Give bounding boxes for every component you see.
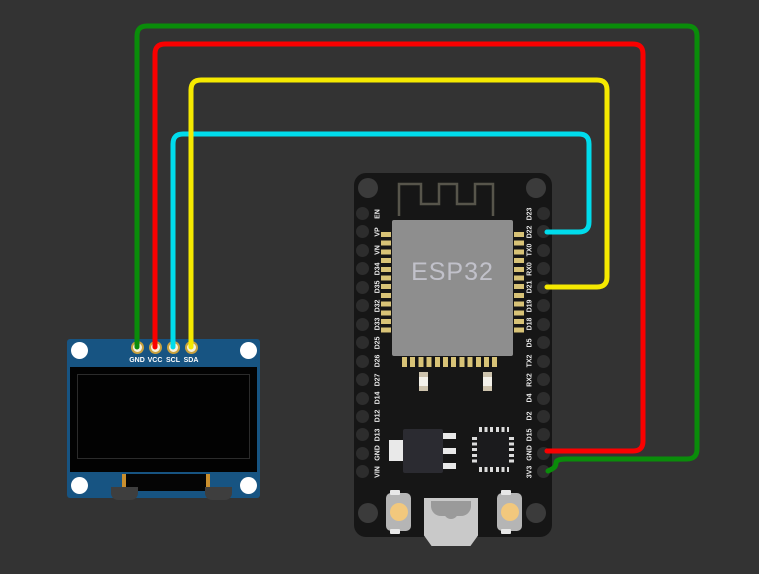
esp32-pin-left-en[interactable] bbox=[355, 207, 369, 220]
chip-pins-bottom bbox=[402, 357, 500, 367]
esp32-pin-left-d26[interactable] bbox=[355, 354, 369, 368]
esp32-pin-label-left-d34: D34 bbox=[374, 262, 382, 276]
esp32-pin-label-left-d25: D25 bbox=[374, 336, 382, 350]
usb-uart-chip-pins bbox=[479, 467, 509, 472]
en-button-cap[interactable] bbox=[389, 503, 408, 521]
esp32-pin-label-right-gnd: GND bbox=[526, 445, 534, 462]
esp32-pin-label-right-d23: D23 bbox=[526, 207, 534, 220]
esp32-mounting-hole bbox=[358, 503, 378, 523]
usb-uart-chip-pins bbox=[509, 437, 514, 463]
esp32-pin-label-right-d4: D4 bbox=[526, 393, 534, 403]
button-contact bbox=[390, 529, 400, 534]
oled-mounting-hole bbox=[70, 476, 88, 494]
oled-foot bbox=[205, 487, 232, 500]
esp32-pin-label-right-rx0: RX0 bbox=[526, 262, 534, 276]
esp32-pin-right-3v3[interactable] bbox=[536, 465, 550, 479]
esp32-pin-right-d4[interactable] bbox=[536, 391, 550, 405]
en-button[interactable] bbox=[386, 490, 411, 534]
boot-button[interactable] bbox=[497, 490, 522, 534]
esp32-pin-left-d13[interactable] bbox=[355, 428, 369, 442]
voltage-regulator-leg bbox=[443, 433, 456, 439]
button-contact bbox=[501, 490, 511, 495]
esp32-pin-label-left-en: EN bbox=[374, 208, 382, 219]
oled-mounting-hole bbox=[70, 341, 88, 359]
esp32-pin-label-left-gnd: GND bbox=[374, 445, 382, 462]
esp32-pin-left-d35[interactable] bbox=[355, 280, 369, 294]
esp32-pin-right-gnd[interactable] bbox=[536, 446, 550, 460]
chip-pins-left bbox=[381, 232, 391, 336]
esp32-pin-label-left-d26: D26 bbox=[374, 354, 382, 368]
esp32-mounting-hole bbox=[526, 503, 546, 523]
oled-ribbon-connector bbox=[126, 474, 206, 491]
esp32-pin-label-left-vin: VIN bbox=[374, 465, 382, 478]
esp32-pin-label-left-d14: D14 bbox=[374, 391, 382, 405]
esp32-pin-left-d34[interactable] bbox=[355, 262, 369, 276]
oled-mounting-hole bbox=[239, 476, 257, 494]
voltage-regulator bbox=[403, 429, 443, 473]
esp32-pin-right-tx0[interactable] bbox=[536, 243, 550, 257]
esp32-pin-left-vin[interactable] bbox=[355, 465, 369, 479]
esp32-pin-right-d15[interactable] bbox=[536, 428, 550, 442]
esp32-chip-label: ESP32 bbox=[411, 258, 494, 286]
esp32-pin-left-d27[interactable] bbox=[355, 373, 369, 387]
esp32-pin-label-right-d21: D21 bbox=[526, 280, 534, 294]
esp32-pin-label-right-d22: D22 bbox=[526, 225, 534, 239]
esp32-pin-label-right-tx0: TX0 bbox=[526, 243, 534, 257]
esp32-pin-right-d21[interactable] bbox=[536, 280, 550, 294]
esp32-pin-label-right-3v3: 3V3 bbox=[526, 465, 534, 479]
capacitor bbox=[419, 372, 428, 391]
voltage-regulator-leg bbox=[443, 463, 456, 469]
chip-pins-right bbox=[514, 232, 524, 336]
micro-usb-socket bbox=[444, 510, 458, 519]
voltage-regulator-tab bbox=[389, 440, 403, 461]
esp32-pin-left-d33[interactable] bbox=[355, 317, 369, 331]
esp32-pin-left-d14[interactable] bbox=[355, 391, 369, 405]
esp32-pin-label-right-d18: D18 bbox=[526, 317, 534, 331]
esp32-pin-label-left-d32: D32 bbox=[374, 299, 382, 313]
esp32-pin-right-d2[interactable] bbox=[536, 409, 550, 423]
esp32-chip: ESP32 bbox=[392, 220, 513, 356]
esp32-pin-label-right-d2: D2 bbox=[526, 411, 534, 421]
esp32-pin-label-left-d12: D12 bbox=[374, 410, 382, 423]
oled-foot bbox=[111, 487, 138, 500]
oled-connector-edge bbox=[122, 474, 126, 491]
voltage-regulator-leg bbox=[443, 448, 456, 454]
capacitor bbox=[483, 372, 492, 391]
esp32-pin-label-left-vn: VN bbox=[374, 245, 382, 256]
esp32-pin-right-d23[interactable] bbox=[536, 207, 550, 220]
micro-usb-socket bbox=[431, 501, 471, 516]
esp32-pin-label-left-d35: D35 bbox=[374, 280, 382, 294]
button-contact bbox=[390, 490, 400, 495]
esp32-pin-label-right-d19: D19 bbox=[526, 299, 534, 313]
esp32-pin-label-left-vp: VP bbox=[374, 227, 382, 237]
usb-uart-chip bbox=[477, 432, 509, 467]
esp32-pin-left-vn[interactable] bbox=[355, 243, 369, 257]
esp32-pin-label-left-d33: D33 bbox=[374, 317, 382, 331]
esp32-pin-left-d12[interactable] bbox=[355, 409, 369, 423]
esp32-pin-label-left-d27: D27 bbox=[374, 373, 382, 386]
esp32-pin-right-tx2[interactable] bbox=[536, 354, 550, 368]
esp32-pin-label-right-d15: D15 bbox=[526, 428, 534, 442]
esp32-pin-left-vp[interactable] bbox=[355, 225, 369, 239]
oled-connector-edge bbox=[206, 474, 210, 491]
esp32-pin-left-d25[interactable] bbox=[355, 336, 369, 350]
esp32-pin-right-d19[interactable] bbox=[536, 299, 550, 313]
esp32-pin-right-rx0[interactable] bbox=[536, 262, 550, 276]
esp32-pin-right-rx2[interactable] bbox=[536, 373, 550, 387]
esp32-pin-label-right-rx2: RX2 bbox=[526, 372, 534, 387]
esp32-pin-right-d18[interactable] bbox=[536, 317, 550, 331]
esp32-pin-label-right-d5: D5 bbox=[526, 338, 534, 348]
esp32-pin-label-right-tx2: TX2 bbox=[526, 354, 534, 368]
micro-usb-connector bbox=[424, 498, 478, 546]
boot-button-cap[interactable] bbox=[500, 503, 519, 521]
esp32-pin-right-d22[interactable] bbox=[536, 225, 550, 239]
esp32-pin-right-d5[interactable] bbox=[536, 336, 550, 350]
esp32-pin-left-d32[interactable] bbox=[355, 299, 369, 313]
esp32-pin-label-left-d13: D13 bbox=[374, 428, 382, 442]
esp32-pin-left-gnd[interactable] bbox=[355, 446, 369, 460]
button-contact bbox=[501, 529, 511, 534]
